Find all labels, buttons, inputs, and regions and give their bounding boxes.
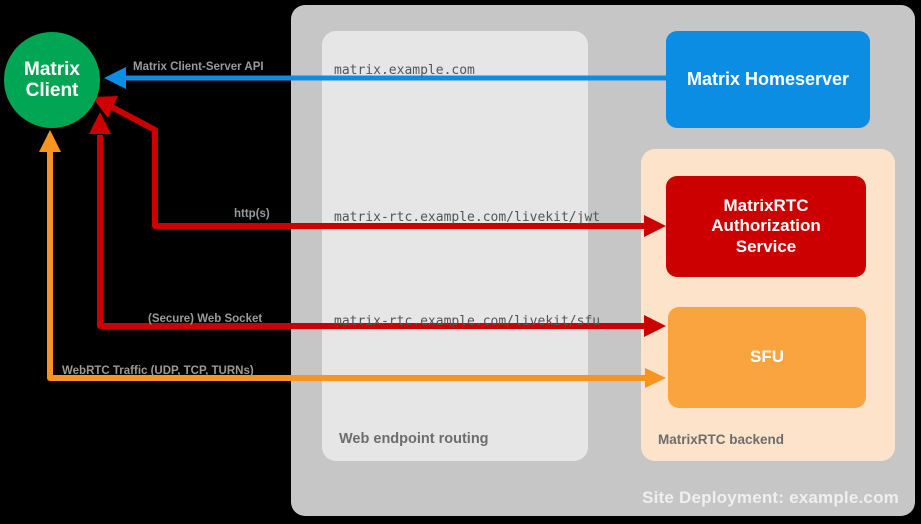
endpoint-path-livekit-sfu: matrix-rtc.example.com/livekit/sfu <box>334 314 601 329</box>
web-endpoint-routing-label: Web endpoint routing <box>339 431 489 447</box>
connector-label-matrix-client-server-api: Matrix Client-Server API <box>133 61 264 73</box>
connector-label-secure-web-socket: (Secure) Web Socket <box>148 313 263 325</box>
site-deployment-label: Site Deployment: example.com <box>642 488 899 507</box>
sfu-label: SFU <box>750 347 784 367</box>
connector-https <box>92 96 666 237</box>
node-matrix-client[interactable]: Matrix Client <box>4 32 100 128</box>
matrixrtc-backend-label: MatrixRTC backend <box>658 432 785 447</box>
endpoint-path-livekit-jwt: matrix-rtc.example.com/livekit/jwt <box>334 210 601 225</box>
matrix-client-line2: Client <box>25 80 79 101</box>
matrix-homeserver-label: Matrix Homeserver <box>686 68 850 89</box>
connector-secure-web-socket <box>89 112 666 337</box>
node-matrix-homeserver[interactable]: Matrix Homeserver <box>666 31 870 128</box>
authorization-line1: MatrixRTC <box>723 196 809 216</box>
connector-label-https: http(s) <box>234 208 270 220</box>
connector-matrix-client-server-api <box>104 67 666 89</box>
web-endpoint-routing-container: Web endpoint routing <box>322 31 588 461</box>
authorization-line2: Authorization <box>711 216 821 236</box>
node-sfu[interactable]: SFU <box>668 307 866 408</box>
connector-label-webrtc-traffic: WebRTC Traffic (UDP, TCP, TURNs) <box>62 365 254 377</box>
matrix-client-line1: Matrix <box>24 58 80 80</box>
connector-webrtc-traffic <box>39 130 666 388</box>
authorization-line3: Service <box>735 236 797 256</box>
endpoint-path-matrix: matrix.example.com <box>334 63 475 78</box>
node-matrixrtc-authorization-service[interactable]: MatrixRTC Authorization Service <box>666 176 866 277</box>
